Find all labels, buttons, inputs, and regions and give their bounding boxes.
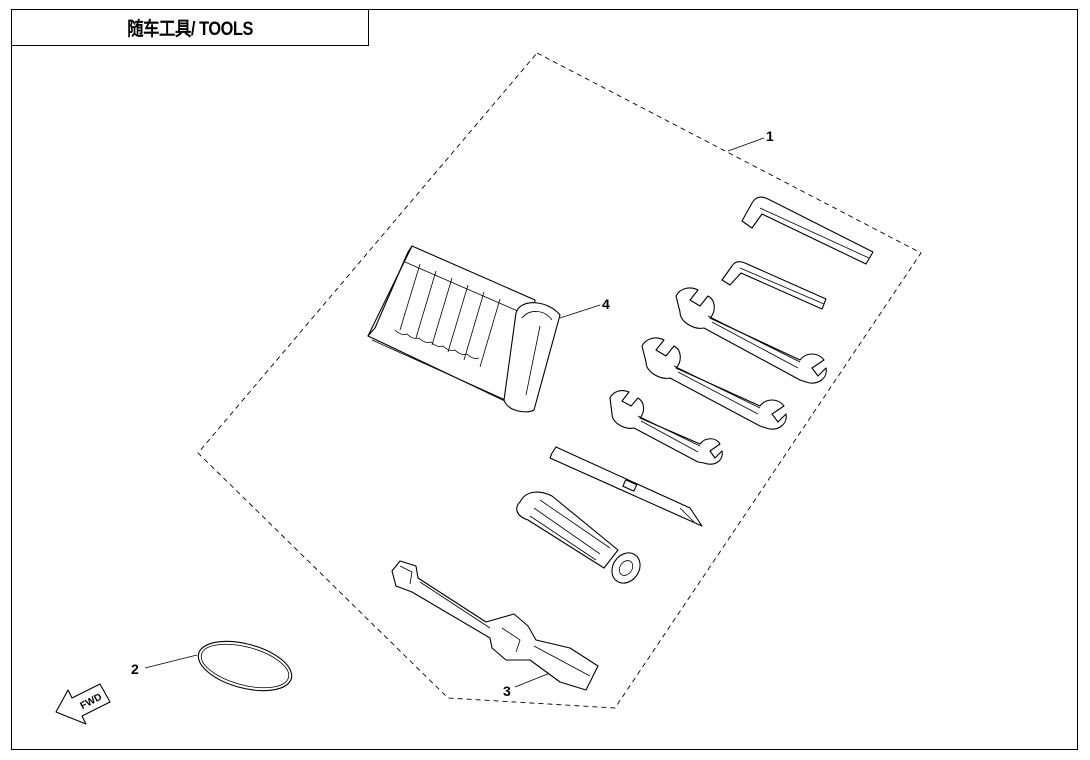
hex-key-small [721, 261, 827, 310]
callout-1: 1 [727, 128, 774, 152]
screwdriver-handle [516, 491, 641, 584]
callout-3: 3 [503, 670, 556, 699]
o-ring [197, 640, 293, 692]
socket-wrench [391, 560, 599, 691]
callout-2: 2 [131, 654, 198, 677]
callout-4: 4 [559, 296, 610, 319]
svg-text:3: 3 [503, 683, 511, 699]
tool-roll-pouch [367, 245, 561, 413]
drawing-frame [11, 9, 1078, 750]
screwdriver-shaft [549, 446, 703, 527]
svg-text:4: 4 [602, 296, 610, 312]
svg-text:2: 2 [131, 661, 139, 677]
title-box: 随车工具/ TOOLS [11, 9, 369, 46]
hex-key-large [741, 196, 874, 265]
fwd-arrow-icon: FWD [55, 683, 111, 725]
svg-text:1: 1 [766, 128, 774, 144]
open-end-wrench-medium [641, 337, 787, 430]
tool-kit-boundary [197, 52, 922, 709]
open-end-wrench-small [609, 390, 723, 465]
open-end-wrench-large [675, 287, 827, 384]
page-title: 随车工具/ TOOLS [127, 19, 253, 40]
